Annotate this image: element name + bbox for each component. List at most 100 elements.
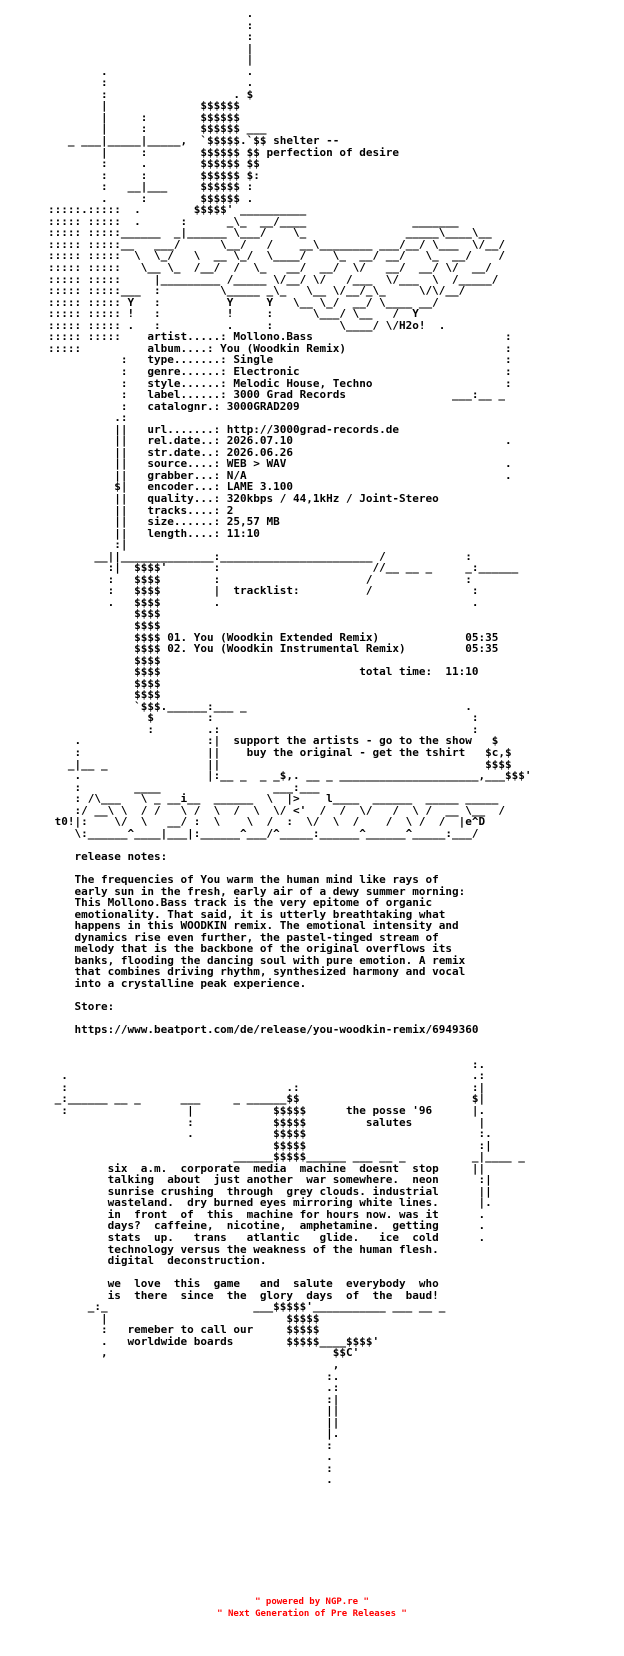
nfo-line: ::::: album....: You (Woodkin Remix) : <box>48 341 512 355</box>
nfo-line: || <box>48 1404 340 1418</box>
nfo-line: . <box>48 7 254 20</box>
nfo-line: : /\___ \ _ __i__ ______ \ |> l____ ____… <box>48 792 499 806</box>
nfo-line: digital deconstruction. <box>48 1254 267 1268</box>
nfo-line: : <box>48 30 254 44</box>
nfo-line: :. <box>48 1369 340 1383</box>
nfo-line: ______$$$$$______ ___ __ _ _|____ _ <box>48 1150 525 1164</box>
nfo-line: || source....: WEB > WAV . <box>48 457 512 471</box>
nfo-line: technology versus the weakness of the hu… <box>48 1242 439 1256</box>
nfo-line: $$$$ <box>48 618 161 632</box>
nfo-line: : . $$$$$$ $$ <box>48 157 260 171</box>
nfo-line: | <box>48 41 254 55</box>
nfo-line: : .: : <box>48 722 479 736</box>
nfo-line: ::::: ::::: \__ \_ /__/ / \_ __/ __/ \/ … <box>48 261 492 275</box>
nfo-line: || rel.date..: 2026.07.10 . <box>48 434 512 448</box>
nfo-line: : . <box>48 76 254 90</box>
nfo-line: :::::.::::: . $$$$$' __________ <box>48 203 307 217</box>
nfo-line: days? caffeine, nicotine, amphetamine. g… <box>48 1219 486 1233</box>
nfo-ascii-art: . : : | | . . : . <box>48 8 531 1486</box>
nfo-line: , $$C' <box>48 1346 360 1360</box>
nfo-line: in front of this machine for hours now. … <box>48 1207 486 1221</box>
nfo-line: : remeber to call our $$$$$ <box>48 1323 320 1337</box>
nfo-line: . <box>48 1450 333 1464</box>
nfo-line: || str.date..: 2026.06.26 <box>48 445 294 459</box>
nfo-line: $$$$ <box>48 676 161 690</box>
nfo-line: ::::: ::::: artist.....: Mollono.Bass : <box>48 330 512 344</box>
nfo-line: stats up. trans atlantic glide. ice cold… <box>48 1230 486 1244</box>
nfo-line: that combines driving rhythm, synthesize… <box>48 965 466 979</box>
nfo-line: : .: :| <box>48 1080 486 1094</box>
nfo-line: release notes: <box>48 849 168 863</box>
nfo-line: : catalognr.: 3000GRAD209 <box>48 399 300 413</box>
nfo-line: : label......: 3000 Grad Records ___:__ … <box>48 388 505 402</box>
nfo-line: || size......: 25,57 MB <box>48 515 280 529</box>
nfo-line: .: <box>48 1381 340 1395</box>
nfo-line: || quality...: 320kbps / 44,1kHz / Joint… <box>48 491 439 505</box>
nfo-line: dynamics rise even further, the pastel-t… <box>48 930 439 944</box>
nfo-line: _:______ __ _ ___ _ ______$$ $| <box>48 1092 486 1106</box>
nfo-line: | $$$$$ <box>48 1311 320 1325</box>
nfo-line: . |:__ _ _ _$,. __ _ ___________________… <box>48 769 532 783</box>
nfo-line: : $$$$$ salutes | <box>48 1115 486 1129</box>
nfo-line: emotionality. That said, it is utterly b… <box>48 907 446 921</box>
nfo-line: happens in this WOODKIN remix. The emoti… <box>48 919 459 933</box>
nfo-line: banks, flooding the dancing soul with pu… <box>48 953 466 967</box>
nfo-line: . <box>48 1473 333 1487</box>
nfo-line: :| <box>48 1392 340 1406</box>
nfo-line: : $$$$ : / : <box>48 572 472 586</box>
nfo-line: : genre......: Electronic : <box>48 364 512 378</box>
nfo-line: $$$$ 02. You (Woodkin Instrumental Remix… <box>48 642 499 656</box>
nfo-line: :. <box>48 1057 486 1071</box>
nfo-line: :| $$$$' : //__ __ _ _:______ <box>48 561 519 575</box>
nfo-line: wasteland. dry burned eyes mirroring whi… <box>48 1196 492 1210</box>
nfo-line: into a crystalline peak experience. <box>48 976 307 990</box>
nfo-line: early sun in the fresh, early air of a d… <box>48 884 466 898</box>
nfo-line: :| <box>48 538 128 552</box>
nfo-line: _ ___|_____|_____, `$$$$$.`$$ shelter -- <box>48 134 340 148</box>
nfo-line: . . <box>48 64 254 78</box>
nfo-line: ::::: ::::: ! : ! : \___/ \__ / Y <box>48 307 419 321</box>
nfo-line: : style......: Melodic House, Techno : <box>48 376 512 390</box>
nfo-line: _:_ ___$$$$$'___________ ___ __ _ <box>48 1300 446 1314</box>
footer-tagline: " Next Generation of Pre Releases " <box>217 1609 407 1619</box>
nfo-line: ::::: :::::__ ___/ \__/ / __\________ __… <box>48 237 505 251</box>
nfo-line: . .: <box>48 1069 486 1083</box>
nfo-line: . : $$$$$$ . <box>48 191 254 205</box>
nfo-line: | <box>48 53 254 67</box>
nfo-line: $| encoder...: LAME 3.100 <box>48 480 294 494</box>
nfo-line: $$$$ <box>48 688 161 702</box>
nfo-line: |. <box>48 1427 340 1441</box>
nfo-line: we love this game and salute everybody w… <box>48 1277 439 1291</box>
nfo-line: ::::: ::::: \ \_/ \ __ \_/ \____/ \_ __/… <box>48 249 505 263</box>
nfo-line: The frequencies of You warm the human mi… <box>48 873 439 887</box>
nfo-line: ::::: ::::: . : . : \____/ \/H2o! . <box>48 318 446 332</box>
nfo-line: : type.......: Single : <box>48 353 512 367</box>
nfo-line: | : $$$$$$ <box>48 110 241 124</box>
nfo-line: _|__ _ || $$$$ <box>48 757 512 771</box>
nfo-line: \:______^____|___|:______^___/^_____:___… <box>48 826 479 840</box>
nfo-line: t0!|: \/ \ __/ : \ \ / : \/ \ / / \ / / … <box>48 815 486 829</box>
nfo-line: . worldwide boards $$$$$____$$$$' <box>48 1334 380 1348</box>
nfo-line: : $$$$ | tracklist: / : <box>48 584 479 598</box>
nfo-line: : <box>48 18 254 32</box>
nfo-line: || grabber...: N/A . <box>48 468 512 482</box>
nfo-line: || <box>48 1415 340 1429</box>
nfo-line: | $$$$$$ <box>48 99 241 113</box>
nfo-line: .: <box>48 411 128 425</box>
nfo-line: `$$$.______:___ _ . <box>48 699 472 713</box>
nfo-line: :/ __\ \ / / \ / \ / \ \/ <' / / \/ / \ … <box>48 803 505 817</box>
nfo-line: : . $ <box>48 87 254 101</box>
nfo-line: . :| support the artists - go to the sho… <box>48 734 499 748</box>
nfo-line: This Mollono.Bass track is the very epit… <box>48 896 433 910</box>
nfo-line: | : $$$$$$ $$ perfection of desire <box>48 145 399 159</box>
nfo-line: : | $$$$$ the posse '96 |. <box>48 1103 486 1117</box>
nfo-line: https://www.beatport.com/de/release/you-… <box>48 1023 479 1037</box>
nfo-line: __||______________:_____________________… <box>48 549 472 563</box>
nfo-line: Store: <box>48 1000 115 1014</box>
nfo-line: $ : : <box>48 711 479 725</box>
nfo-line: $$$$ <box>48 653 161 667</box>
nfo-line: ::::: :::::______ _|______ \___/ \_ ____… <box>48 226 492 240</box>
nfo-line: || length....: 11:10 <box>48 526 260 540</box>
nfo-line: | : $$$$$$ ___ <box>48 122 267 136</box>
nfo-line: ::::: ::::: . : _\_ __/____ _______ <box>48 214 459 228</box>
